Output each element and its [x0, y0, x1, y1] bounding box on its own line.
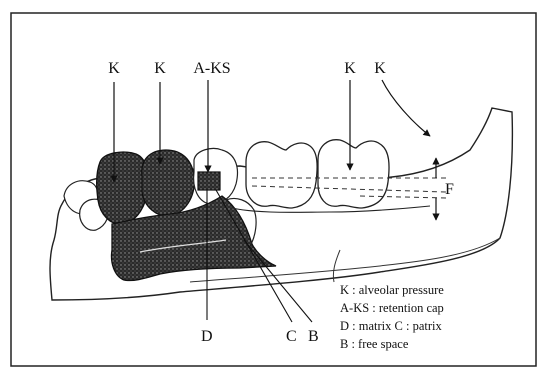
label-c: C: [286, 328, 297, 345]
k4-arrow: [382, 80, 430, 136]
label-b: B: [308, 328, 319, 345]
label-k2: K: [154, 60, 166, 77]
legend-line-3: D : matrix C : patrix: [340, 319, 442, 333]
label-k4: K: [374, 60, 386, 77]
label-k3: K: [344, 60, 356, 77]
legend-line-4: B : free space: [340, 337, 409, 351]
label-aks: A-KS: [193, 60, 230, 77]
label-f: F: [445, 181, 454, 198]
molar-tooth-2: [318, 140, 389, 208]
label-k1: K: [108, 60, 120, 77]
legend-line-2: A-KS : retention cap: [340, 301, 444, 315]
legend-line-1: K : alveolar pressure: [340, 283, 444, 297]
crown-tooth-2: [142, 150, 195, 216]
label-d: D: [201, 328, 213, 345]
retention-cap-block: [198, 172, 220, 190]
legend: K : alveolar pressure A-KS : retention c…: [340, 283, 444, 351]
molar-tooth-1: [246, 142, 317, 208]
